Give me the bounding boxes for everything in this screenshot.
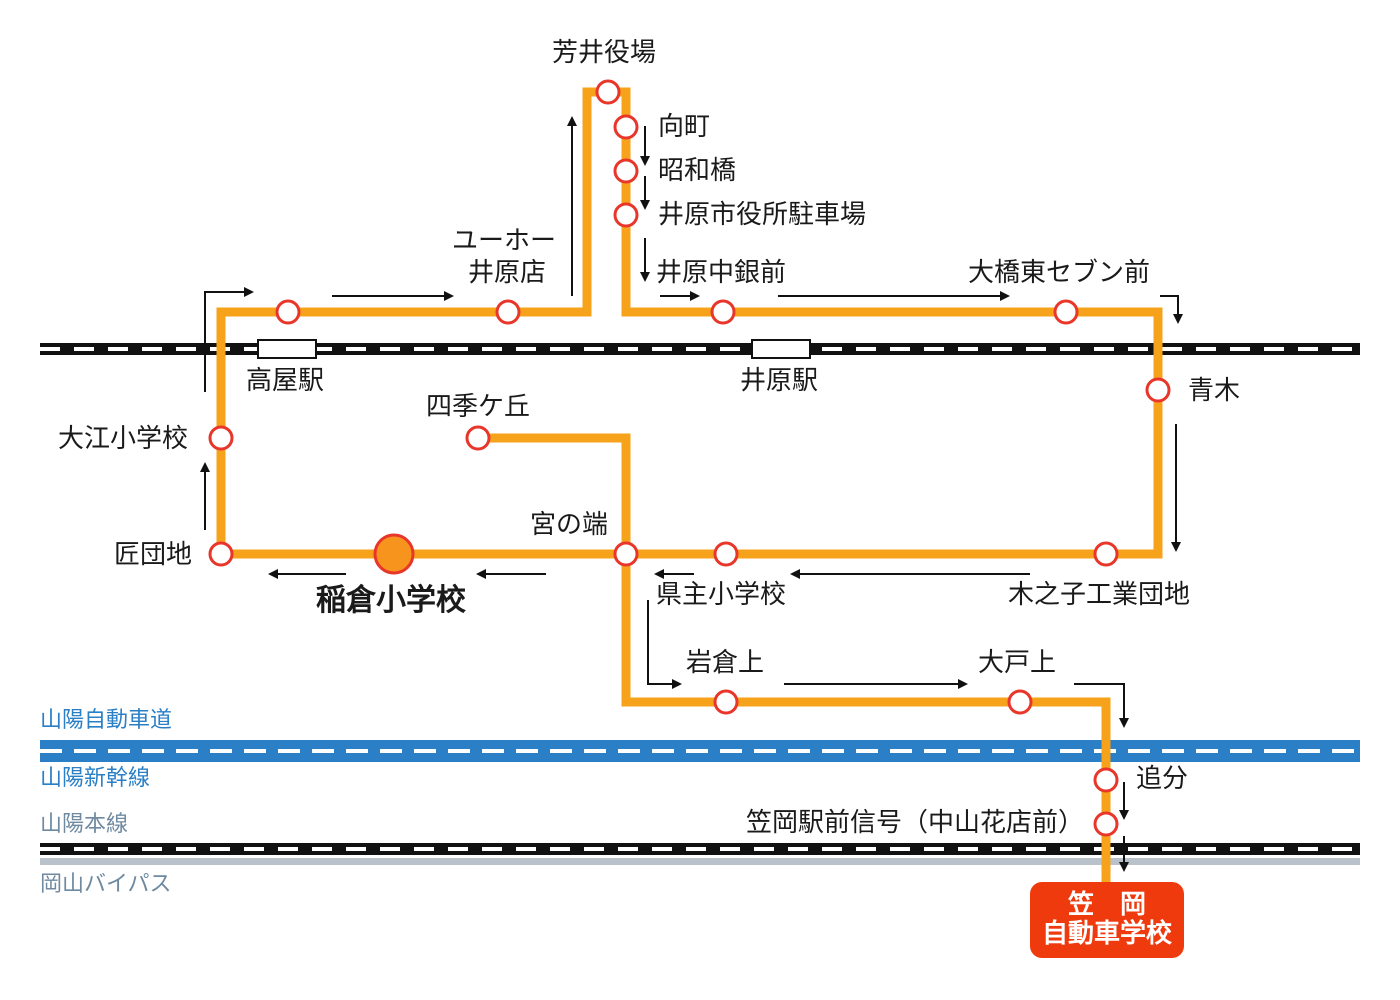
stop-ohashi-higashi: [1053, 299, 1079, 325]
label-oiwake: 追分: [1136, 764, 1189, 794]
label-aoki: 青木: [1188, 376, 1241, 406]
stop-oto-kami: [1007, 689, 1033, 715]
stop-mukaimachi: [613, 114, 639, 140]
okayama-bypass-line: [40, 858, 1360, 865]
label-iwakura-kami: 岩倉上: [686, 648, 765, 678]
stop-miyanohata: [613, 541, 639, 567]
label-takaya-station: 高屋駅: [246, 366, 325, 396]
stop-oe-school: [208, 425, 234, 451]
label-yuho-line2: 井原店: [468, 258, 547, 288]
bus-route: [216, 87, 1163, 890]
current-stop-marker: [373, 533, 415, 575]
label-haga-yakuba: 芳井役場: [552, 38, 657, 68]
stop-shikigaoka: [465, 425, 491, 451]
stop-kasaoka-signal: [1093, 811, 1119, 837]
label-oto-kami: 大戸上: [978, 648, 1057, 678]
label-mukaimachi: 向町: [658, 112, 711, 142]
label-ibara-shiyakusho: 井原市役所駐車場: [658, 200, 867, 230]
takaya-station-marker: [257, 339, 317, 359]
stop-kinoko: [1093, 541, 1119, 567]
destination-line1: 笠 岡: [1067, 890, 1146, 921]
label-ibara-chugin: 井原中銀前: [656, 258, 787, 288]
label-kenshu-school: 県主小学校: [656, 580, 787, 610]
label-kasaoka-signal: 笠岡駅前信号（中山花店前）: [746, 808, 1085, 838]
sanyo-main-line: [40, 843, 1360, 855]
stop-ibara-shiyakusho: [613, 202, 639, 228]
ibara-station-marker: [751, 339, 811, 359]
destination-line2: 自動車学校: [1041, 919, 1172, 949]
label-ibara-station: 井原駅: [740, 366, 819, 396]
stop-takaya: [275, 299, 301, 325]
stop-showabashi: [613, 158, 639, 184]
label-shikigaoka: 四季ケ丘: [426, 392, 531, 422]
label-sanyo-shinkansen: 山陽新幹線: [40, 766, 151, 791]
label-takumi-danchi: 匠団地: [114, 540, 193, 570]
label-kinoko: 木之子工業団地: [1008, 580, 1191, 610]
stop-haga-yakuba: [595, 79, 621, 105]
label-yuho-line1: ユーホー: [452, 226, 557, 256]
current-stop-label: 稲倉小学校: [316, 583, 466, 618]
label-sanyo-main: 山陽本線: [40, 812, 129, 837]
direction-arrows: [200, 116, 1183, 872]
stop-ibara-chugin: [710, 299, 736, 325]
stop-oiwake: [1093, 767, 1119, 793]
label-ohashi-higashi: 大橋東セブン前: [968, 258, 1151, 288]
destination-kasaoka-driving-school: 笠 岡 自動車学校: [1030, 882, 1184, 958]
stop-yuho: [495, 299, 521, 325]
stop-aoki: [1145, 377, 1171, 403]
stop-takumi-danchi: [208, 541, 234, 567]
label-miyanohata: 宮の端: [530, 510, 609, 540]
sanyo-expressway-line: [40, 740, 1360, 762]
label-okayama-bypass: 岡山バイパス: [40, 872, 172, 897]
stop-iwakura-kami: [713, 689, 739, 715]
label-oe-school: 大江小学校: [58, 424, 189, 454]
label-sanyo-expressway: 山陽自動車道: [40, 708, 173, 733]
label-showabashi: 昭和橋: [658, 156, 737, 186]
stop-kenshu-school: [713, 541, 739, 567]
